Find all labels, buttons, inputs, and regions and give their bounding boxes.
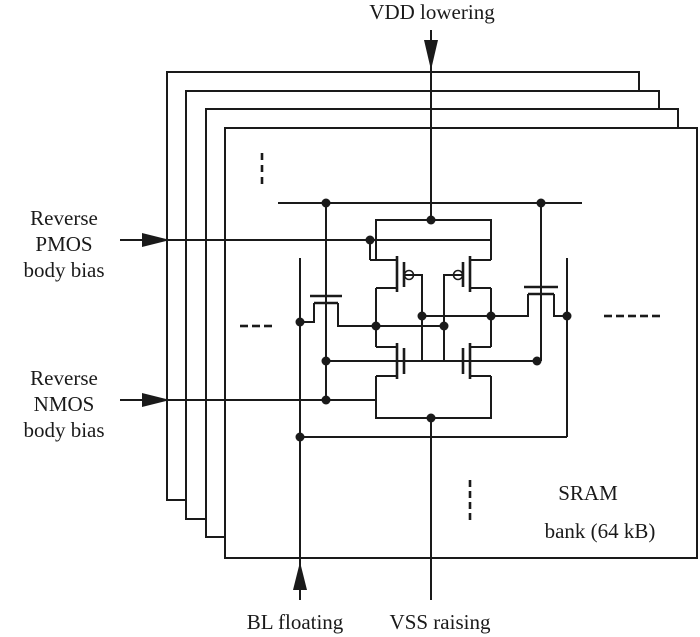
nmos-arrow-icon <box>142 393 170 407</box>
access-transistor-left <box>300 203 345 400</box>
nmos-label-line3: body bias <box>23 418 104 442</box>
bl-floating-label: BL floating <box>247 610 344 634</box>
vss-raising-label: VSS raising <box>390 610 491 634</box>
sram-bank-frame-1 <box>224 127 698 559</box>
vdd-arrow-icon <box>424 40 438 70</box>
pmos-bias-line <box>120 233 370 247</box>
bank-size-label: bank (64 kB) <box>545 519 656 543</box>
nmos-label-line2: NMOS <box>34 392 95 416</box>
pmos-label-line1: Reverse <box>30 206 98 230</box>
nmos-bias-line <box>120 393 376 407</box>
pmos-label-line3: body bias <box>23 258 104 282</box>
sram-label: SRAM <box>558 481 618 505</box>
sram-6t-cell <box>326 219 537 419</box>
pmos-arrow-icon <box>142 233 170 247</box>
bl-arrow-icon <box>293 562 307 590</box>
vdd-lowering-label: VDD lowering <box>369 0 495 24</box>
nmos-label-line1: Reverse <box>30 366 98 390</box>
bl-floating-line <box>293 258 307 600</box>
vdd-lowering-line <box>424 30 438 218</box>
pmos-label-line2: PMOS <box>35 232 92 256</box>
junction-dots <box>295 198 572 442</box>
continuation-marks <box>240 153 660 520</box>
